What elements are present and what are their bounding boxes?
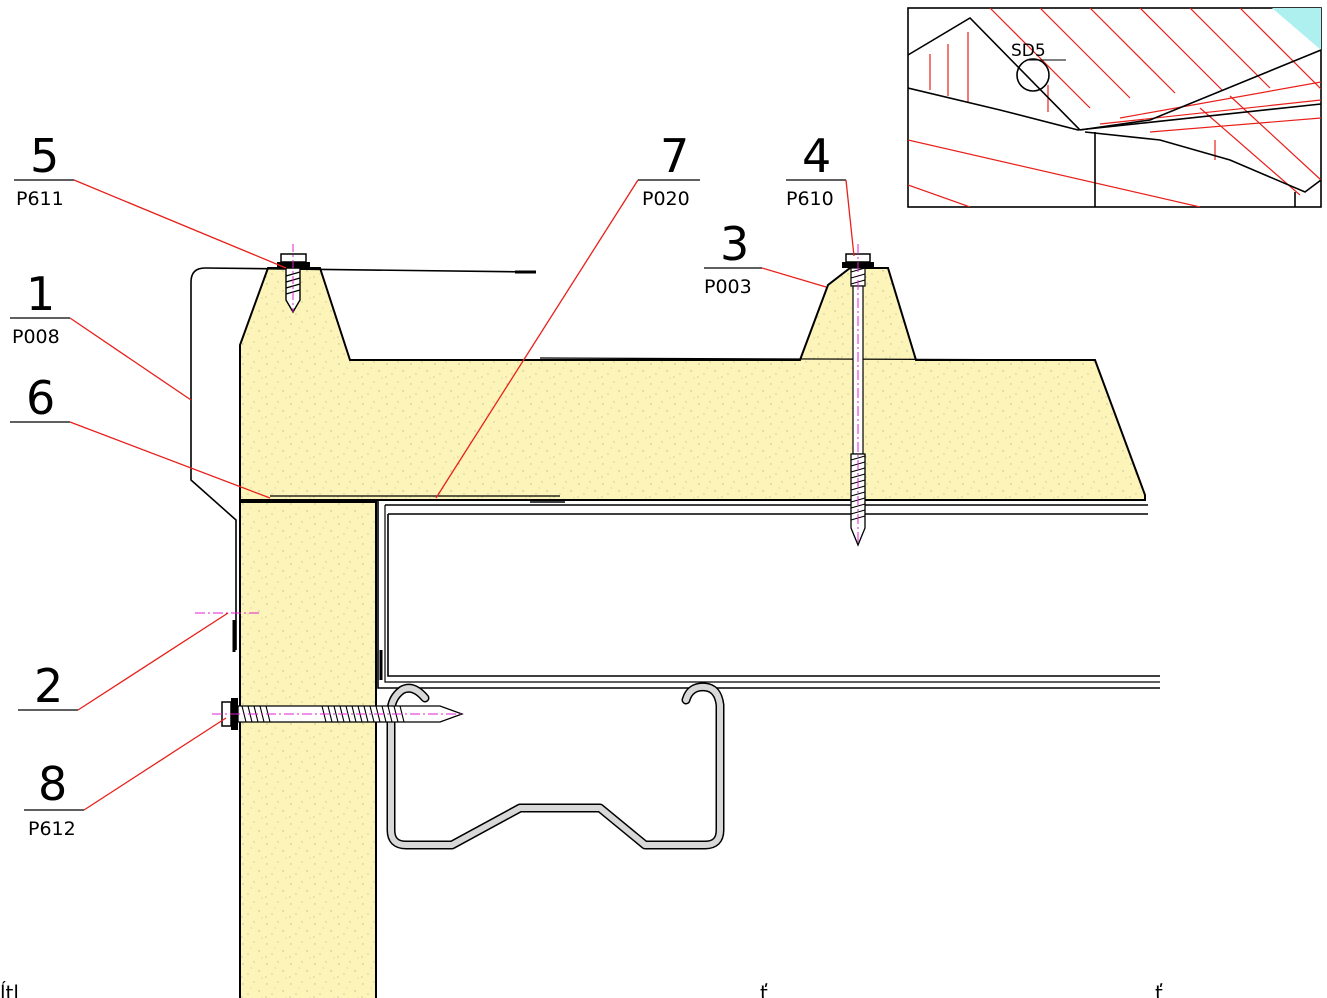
callout-8: 8 P612 <box>24 717 227 840</box>
callout-number: 7 <box>660 129 689 183</box>
z-purlin <box>386 682 725 850</box>
screw-4 <box>842 244 874 547</box>
callout-number: 4 <box>802 129 831 183</box>
callout-number: 3 <box>720 217 749 271</box>
screw-5 <box>277 244 310 314</box>
callout-5: 5 P611 <box>14 129 287 269</box>
corner-flashing <box>190 267 537 650</box>
callout-6: 6 <box>10 371 271 499</box>
callout-7: 7 P020 <box>435 129 700 499</box>
wall-panel-core <box>239 501 377 998</box>
callout-1: 1 P008 <box>10 267 192 401</box>
callout-number: 1 <box>26 267 55 321</box>
callout-3: 3 P003 <box>704 217 827 298</box>
cutoff-text-mid: ť <box>760 981 768 998</box>
cutoff-text-left: ĺtl <box>0 981 19 998</box>
detail-marker-circle <box>1016 58 1050 92</box>
callout-code: P008 <box>12 326 60 348</box>
callout-number: 6 <box>26 371 55 425</box>
callout-code: P611 <box>16 188 64 210</box>
callout-number: 5 <box>30 129 59 183</box>
steel-beam <box>377 500 1160 689</box>
callout-2: 2 <box>18 612 229 713</box>
callout-code: P020 <box>642 188 690 210</box>
callout-number: 2 <box>34 659 63 713</box>
cutoff-text-right: ť <box>1155 981 1163 998</box>
wall-panel <box>239 501 377 998</box>
callout-4: 4 P610 <box>786 129 855 257</box>
callout-number: 8 <box>38 757 67 811</box>
callout-code: P610 <box>786 188 834 210</box>
screw-8 <box>212 698 464 730</box>
detail-view: SD5 <box>907 7 1322 208</box>
roof-panel <box>239 267 1146 503</box>
callout-code: P612 <box>28 818 76 840</box>
callout-code: P003 <box>704 276 752 298</box>
detail-label: SD5 <box>1011 41 1046 61</box>
roof-panel-core <box>239 267 1146 501</box>
